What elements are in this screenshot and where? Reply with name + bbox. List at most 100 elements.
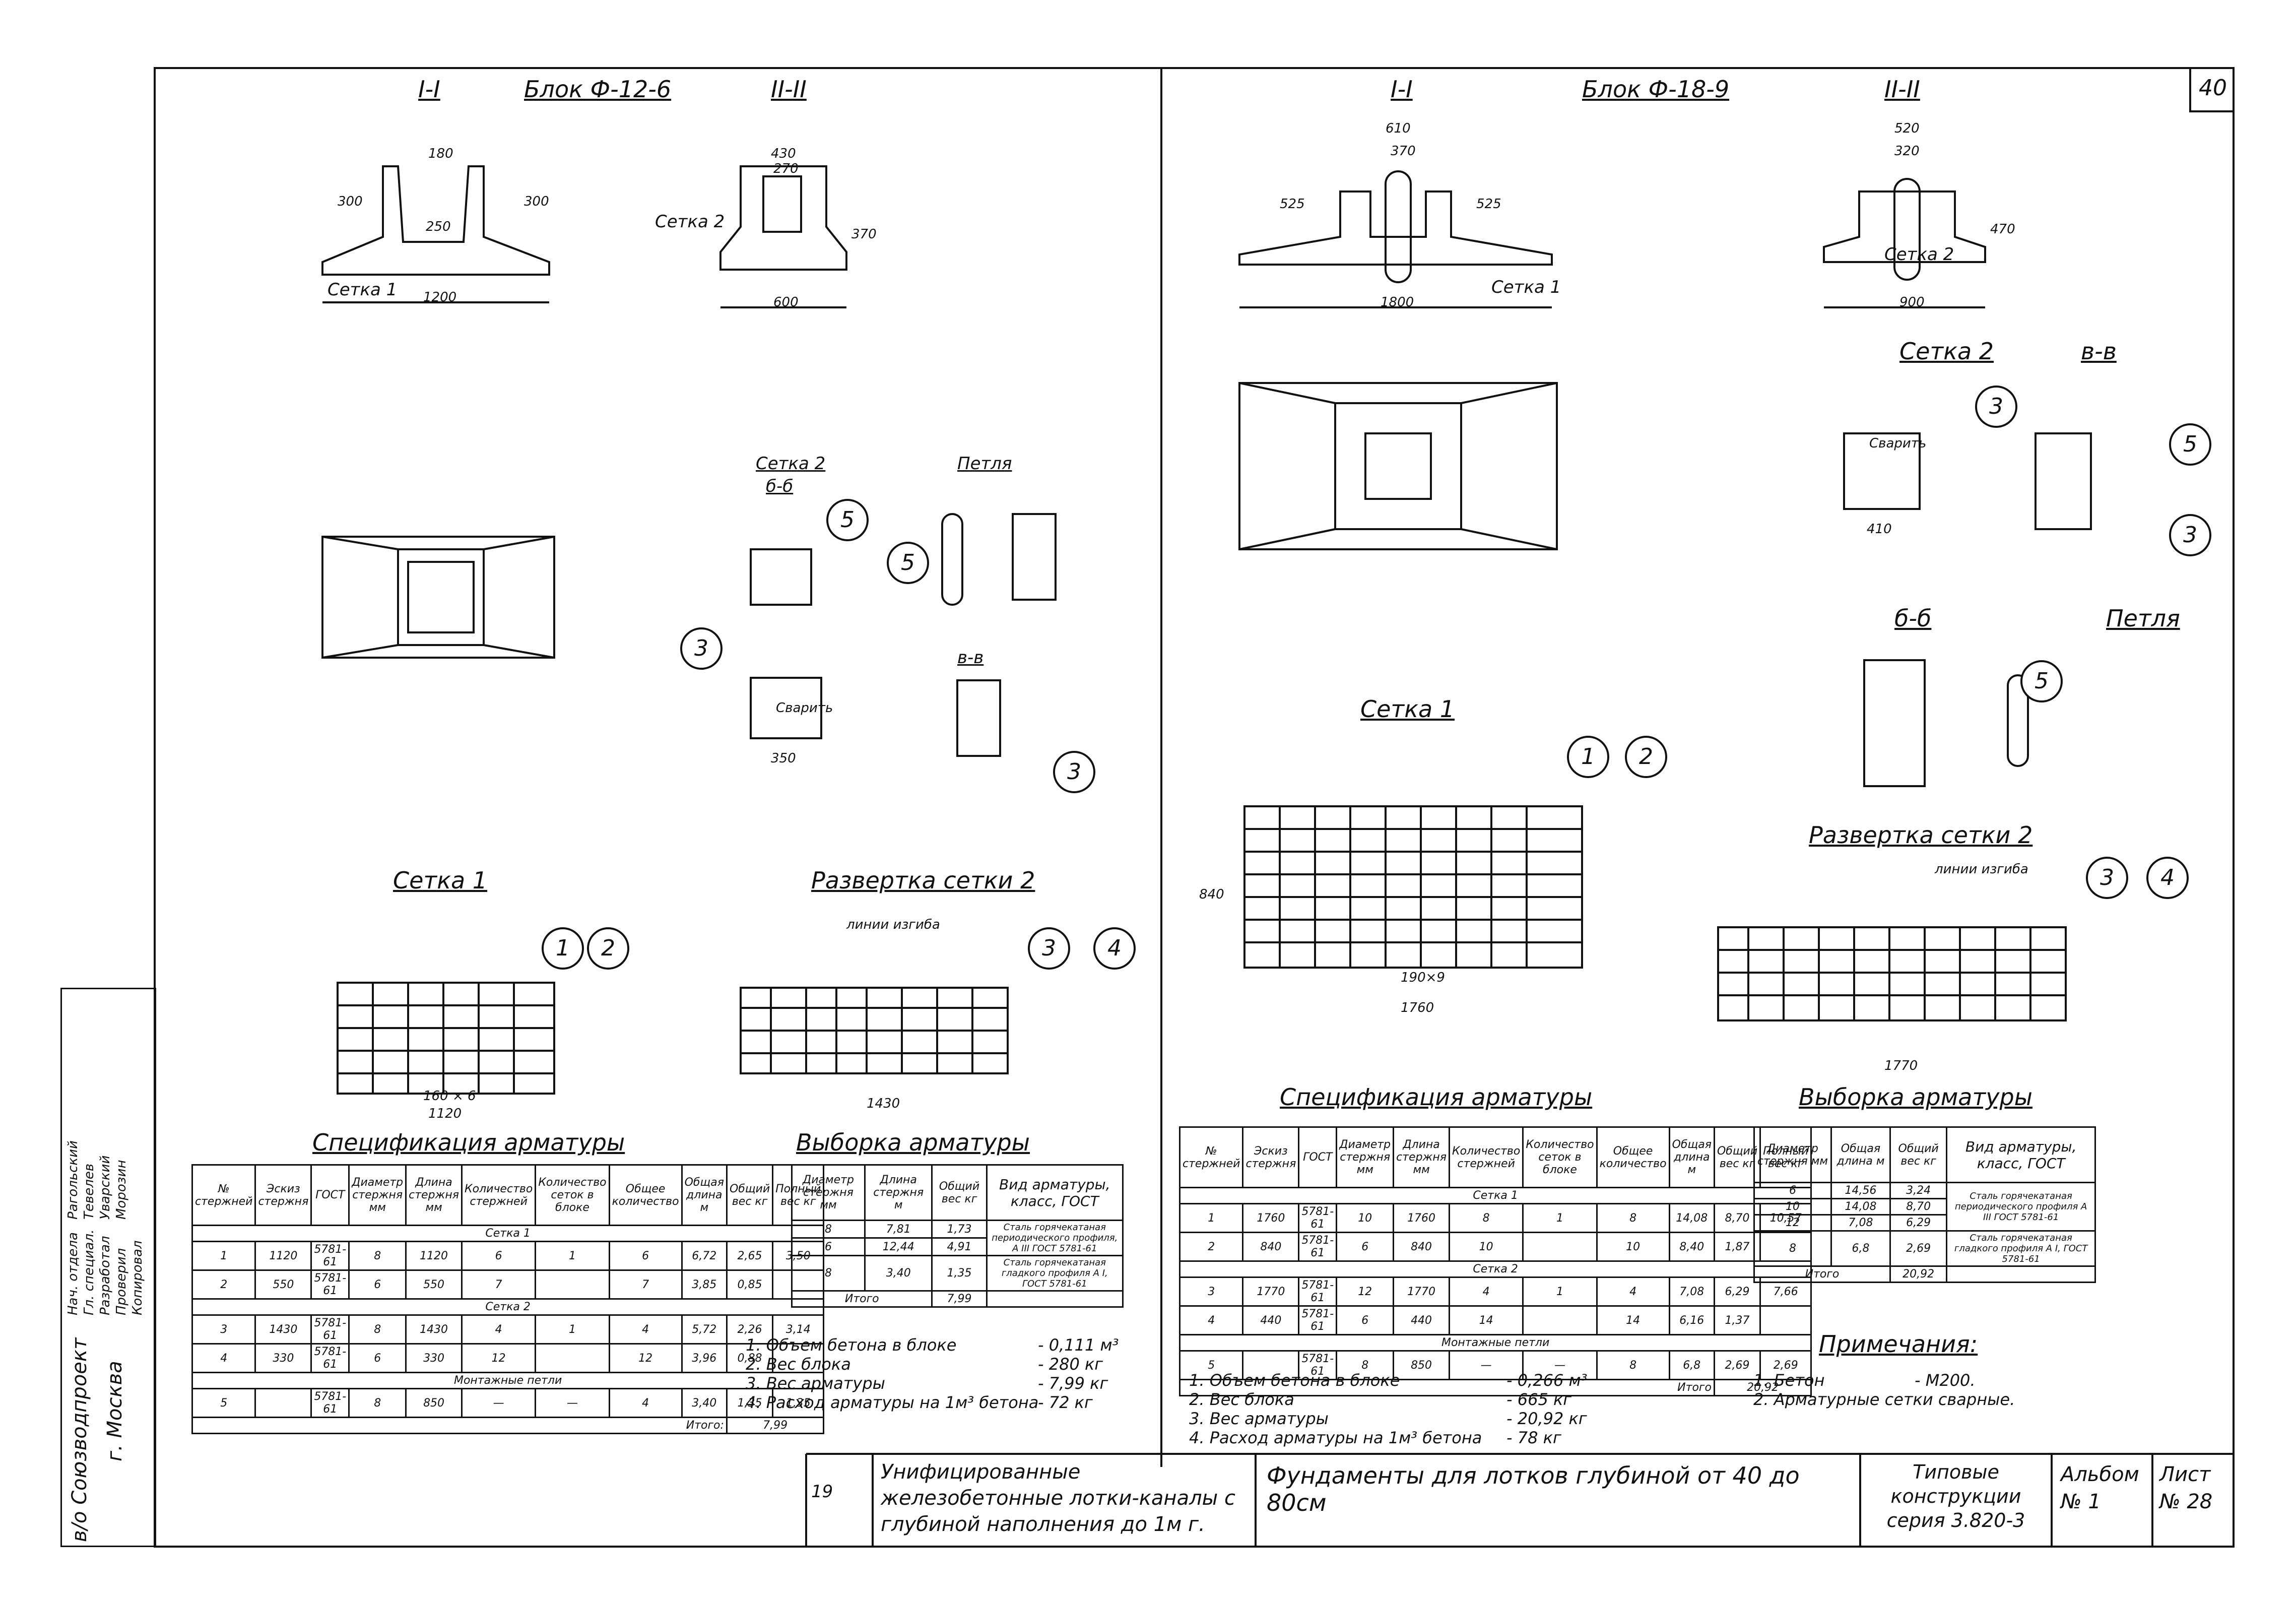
spec-header: Общая длина м <box>681 1164 728 1226</box>
right-vyb-table: Диаметр стержня мм Общая длина м Общий в… <box>1753 1126 2096 1283</box>
spec-header: Диаметр стержня мм <box>1336 1126 1395 1188</box>
cell: 8 <box>1753 1230 1832 1267</box>
cell: 850 <box>1393 1350 1450 1380</box>
left-razv-total: 1430 <box>867 1096 900 1111</box>
vyb-header: Общий вес кг <box>1889 1126 1948 1183</box>
cell: 6 <box>461 1241 537 1271</box>
cell: 330 <box>405 1343 463 1373</box>
cell <box>1242 1350 1300 1380</box>
right-notes-values: - 0,266 м³ - 665 кг - 20,92 кг - 78 кг <box>1506 1371 1587 1447</box>
cell: 550 <box>405 1269 463 1300</box>
cell: 12 <box>461 1343 537 1373</box>
stamp-name: Тевелев <box>82 1163 97 1220</box>
spec-header: Эскиз стержня <box>254 1164 312 1226</box>
cell: — <box>1522 1350 1598 1380</box>
cell: 8 <box>1448 1203 1524 1233</box>
cell: 8 <box>348 1241 407 1271</box>
right-setka1-dim-840: 840 <box>1199 887 1224 902</box>
right-dim-525b: 525 <box>1476 197 1501 212</box>
cell: 2,69 <box>1713 1350 1761 1380</box>
callout-4-right: 4 <box>2146 857 2189 899</box>
title-series-text: Унифицированные железобетонные лотки-кан… <box>881 1460 1235 1536</box>
callout-3-vv-left: 3 <box>1053 751 1095 793</box>
title-series: Унифицированные железобетонные лотки-кан… <box>872 1454 1255 1548</box>
right-dim-470: 470 <box>1990 222 2015 237</box>
cell: 14 <box>1596 1305 1670 1335</box>
right-razv-line: линии изгиба <box>1935 862 2028 877</box>
cell: 1 <box>191 1241 256 1271</box>
stamp-name: Уварский <box>98 1155 113 1220</box>
cell: 6,16 <box>1668 1305 1715 1335</box>
note-value: - 20,92 кг <box>1506 1409 1587 1428</box>
cell: 14 <box>1448 1305 1524 1335</box>
cell: 1120 <box>254 1241 312 1271</box>
cell: 12 <box>608 1343 683 1373</box>
cell: 7,08 <box>1668 1276 1715 1307</box>
cell: 8 <box>1596 1350 1670 1380</box>
cell: 1770 <box>1242 1276 1300 1307</box>
cell: 5781-61 <box>310 1343 350 1373</box>
cell: 1 <box>535 1241 610 1271</box>
left-block-title: Блок Ф-12-6 <box>524 76 672 103</box>
cell: 14,08 <box>1668 1203 1715 1233</box>
note: 3. Вес арматуры <box>1189 1409 1329 1428</box>
cell: 3,24 <box>1889 1182 1948 1199</box>
left-notes: 1. Объем бетона в блоке 2. Вес блока 3. … <box>746 1335 1038 1412</box>
left-dim-370: 370 <box>851 227 877 242</box>
cell: 1 <box>1178 1203 1244 1233</box>
note-value: - 78 кг <box>1506 1428 1561 1447</box>
spec-header: Количество сеток в блоке <box>1522 1126 1598 1188</box>
callout-3-vv-right: 3 <box>2169 514 2211 556</box>
right-section-2-title: II-II <box>1884 76 1920 103</box>
right-petlya-title: Петля <box>2106 605 2180 632</box>
cell: 5781-61 <box>310 1241 350 1271</box>
left-v-v-title: в-в <box>957 648 984 668</box>
cell: 5781-61 <box>1298 1276 1338 1307</box>
cell: 0,85 <box>726 1269 774 1300</box>
cell: 5781-61 <box>310 1269 350 1300</box>
left-section-2-title: II-II <box>771 76 807 103</box>
vyb-total: 7,99 <box>931 1290 988 1308</box>
cell <box>254 1388 312 1418</box>
cell: 6,8 <box>1668 1350 1715 1380</box>
cell: 4 <box>608 1314 683 1345</box>
note: 4. Расход арматуры на 1м³ бетона <box>746 1393 1039 1412</box>
cell: 8 <box>791 1255 866 1292</box>
cell: 5 <box>191 1388 256 1418</box>
right-dim-1800: 1800 <box>1381 295 1414 310</box>
left-setka2-title: Сетка 2 <box>756 454 826 474</box>
right-razv-total: 1770 <box>1884 1058 1918 1073</box>
spec-header: № стержней <box>1178 1126 1244 1188</box>
left-dim-300b: 300 <box>524 194 549 209</box>
cell: 8 <box>348 1388 407 1418</box>
title-year: 19 <box>811 1482 833 1502</box>
cell: 8 <box>348 1314 407 1345</box>
cell: 5781-61 <box>1298 1232 1338 1262</box>
stamp-role: Нач. отдела <box>65 1232 81 1315</box>
title-list-text: Лист № 28 <box>2159 1463 2213 1513</box>
cell: 6 <box>1753 1182 1832 1199</box>
cell: 2,69 <box>1889 1230 1948 1267</box>
left-dim-250: 250 <box>426 219 451 234</box>
cell: 440 <box>1393 1305 1450 1335</box>
vyb-total-label: Итого <box>1753 1265 1891 1283</box>
spec-total-label: Итого: <box>191 1417 728 1434</box>
cell: 6 <box>1336 1232 1395 1262</box>
cell: 1,37 <box>1713 1305 1761 1335</box>
cell: 6,72 <box>681 1241 728 1271</box>
cell: 14,08 <box>1830 1198 1891 1216</box>
callout-5-vv-right: 5 <box>2169 423 2211 466</box>
cell: 7 <box>608 1269 683 1300</box>
left-dim-180: 180 <box>428 146 453 161</box>
cell <box>535 1269 610 1300</box>
left-setka1-drawing-title: Сетка 1 <box>393 867 488 894</box>
cell: 1,35 <box>726 1388 774 1418</box>
note-value: - 665 кг <box>1506 1390 1572 1409</box>
